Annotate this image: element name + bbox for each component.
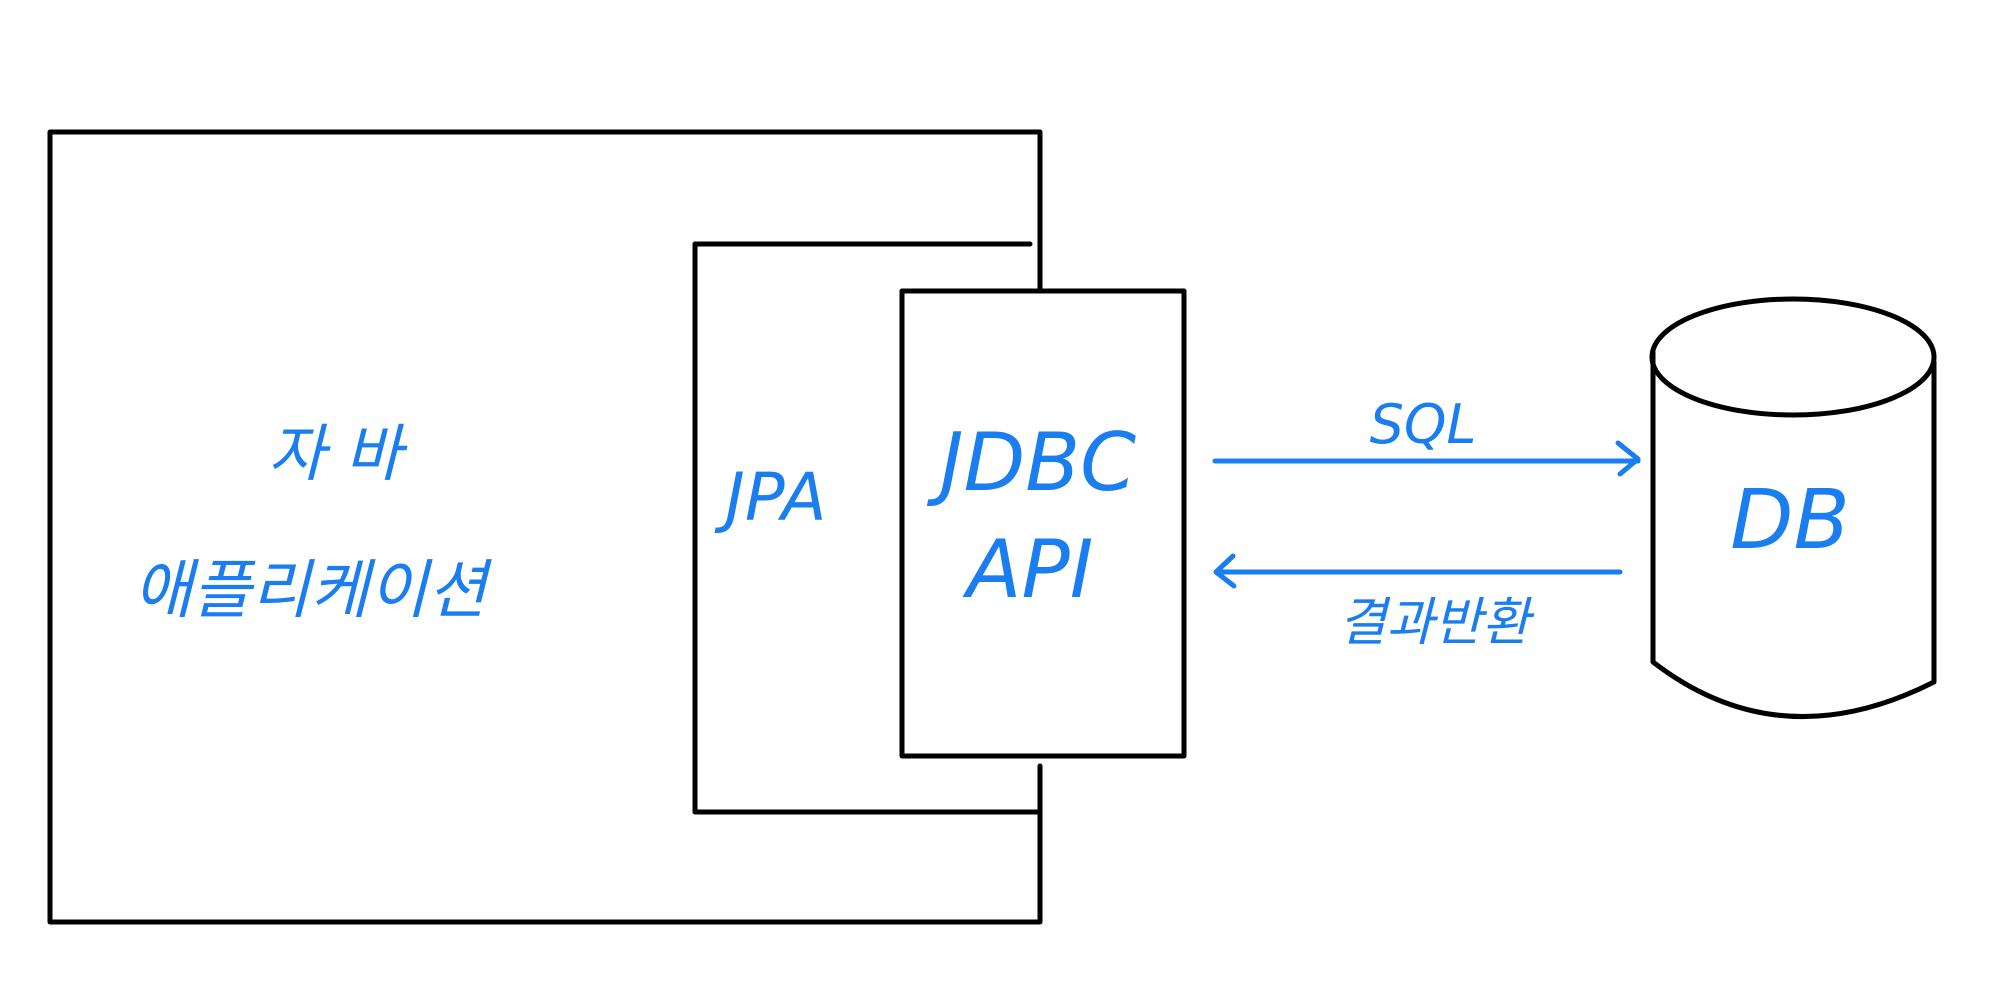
database-top-ellipse [1649, 296, 1937, 418]
java-app-label-line1: 자 바 [268, 417, 408, 490]
jdbc-api-box-outline [899, 288, 1187, 759]
java-application-box [47, 129, 1043, 925]
jdbc-label-line1: JDBC [926, 416, 1136, 509]
jpa-label: JPA [714, 459, 826, 536]
java-app-label-line2: 애플리케이션 [133, 554, 492, 628]
database-cylinder [1649, 296, 1937, 720]
jpa-box [692, 241, 1040, 815]
db-label: DB [1730, 473, 1849, 568]
result-return-arrow [1213, 553, 1623, 589]
java-application-outline [47, 129, 1043, 925]
jpa-box-outline [692, 241, 1040, 815]
sql-request-arrow [1212, 440, 1641, 477]
jdbc-label-line2: API [962, 523, 1094, 616]
database-body [1650, 349, 1937, 720]
jdbc-api-box [899, 288, 1187, 759]
result-return-label: 결과반환 [1338, 593, 1535, 653]
result-arrow-head [1213, 553, 1237, 589]
sql-label: SQL [1370, 393, 1477, 456]
sql-arrow-head [1615, 440, 1641, 477]
